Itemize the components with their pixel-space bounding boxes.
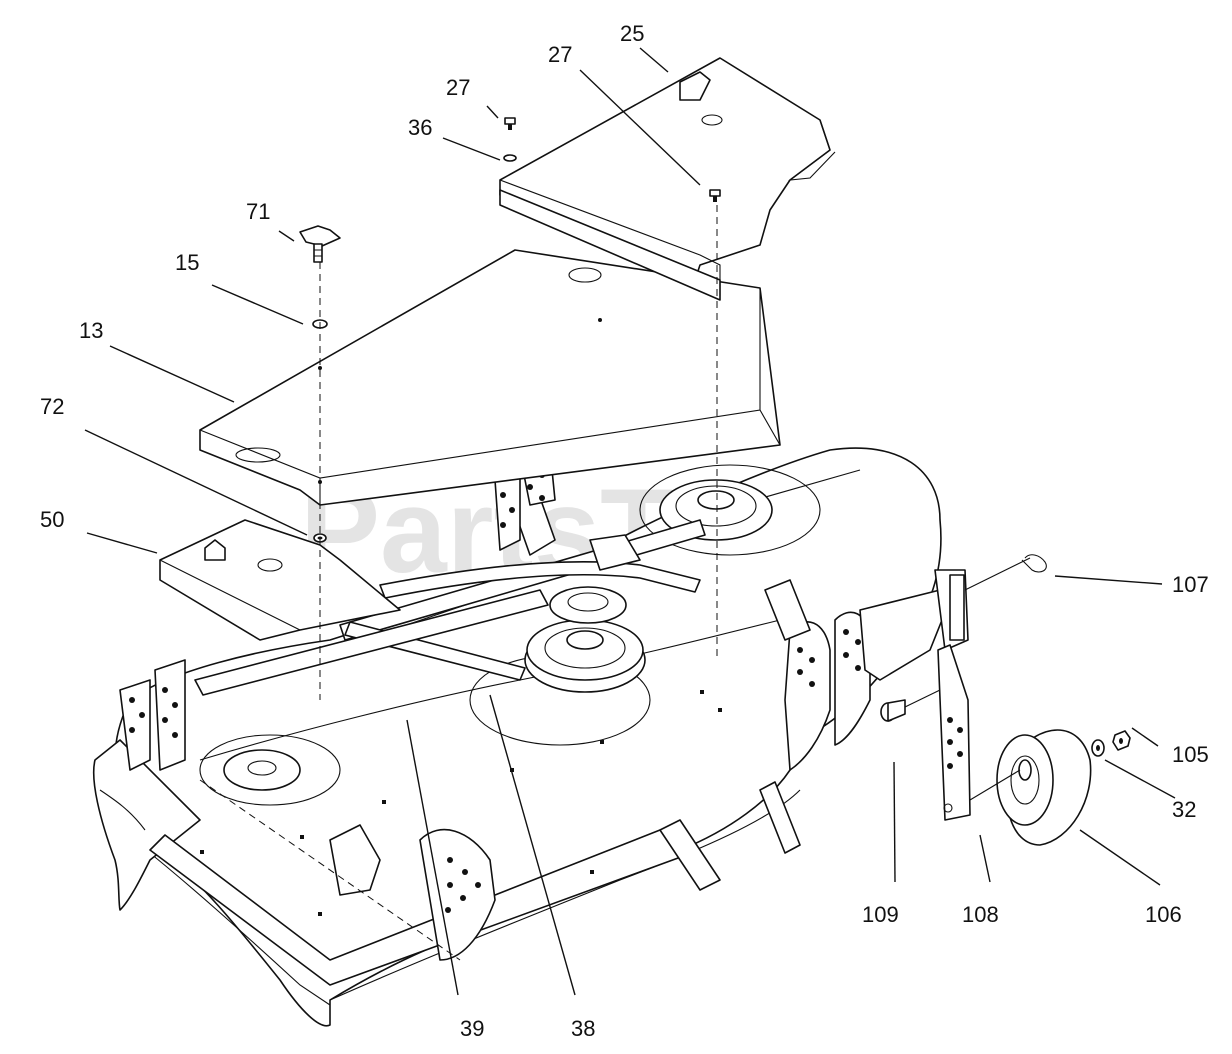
gauge-wheel-bracket-part-108 — [934, 557, 1031, 821]
nut-part-105 — [1112, 730, 1131, 751]
hairpin-clip-part-107 — [1021, 554, 1047, 573]
assembly-line-front — [199, 779, 461, 961]
callout-106: 106 — [1145, 902, 1182, 927]
callout-15: 15 — [175, 250, 199, 275]
callout-labels: 25 27 27 36 71 15 13 72 50 107 105 32 10… — [40, 21, 1209, 1041]
callout-72: 72 — [40, 394, 64, 419]
callout-50: 50 — [40, 507, 64, 532]
callout-105: 105 — [1172, 742, 1209, 767]
belt-cover-part-13 — [199, 249, 781, 506]
bolt-part-27-left — [504, 117, 516, 130]
callout-25: 25 — [620, 21, 644, 46]
callout-38: 38 — [571, 1016, 595, 1041]
shoulder-bolt-part-109 — [880, 689, 941, 722]
callout-39: 39 — [460, 1016, 484, 1041]
callout-107: 107 — [1172, 572, 1209, 597]
washer-part-36 — [503, 154, 517, 162]
callout-36: 36 — [408, 115, 432, 140]
belt-cover-part-25 — [499, 57, 836, 301]
callout-27-right: 27 — [548, 42, 572, 67]
callout-108: 108 — [962, 902, 999, 927]
belt-cover-part-50 — [159, 519, 401, 641]
callout-27-left: 27 — [446, 75, 470, 100]
callout-71: 71 — [246, 199, 270, 224]
center-pulley — [524, 586, 646, 693]
callout-13: 13 — [79, 318, 103, 343]
callout-109: 109 — [862, 902, 899, 927]
washer-part-32 — [1091, 739, 1105, 757]
deck-guard-front — [329, 824, 496, 961]
wheel-part-106 — [969, 729, 1092, 846]
knob-part-71 — [299, 225, 341, 263]
bolt-part-27-right — [709, 189, 721, 202]
callout-32: 32 — [1172, 797, 1196, 822]
deck-guard-right — [764, 579, 871, 771]
deck-bracket-left — [119, 659, 186, 771]
callout-leaders — [84, 47, 1176, 996]
